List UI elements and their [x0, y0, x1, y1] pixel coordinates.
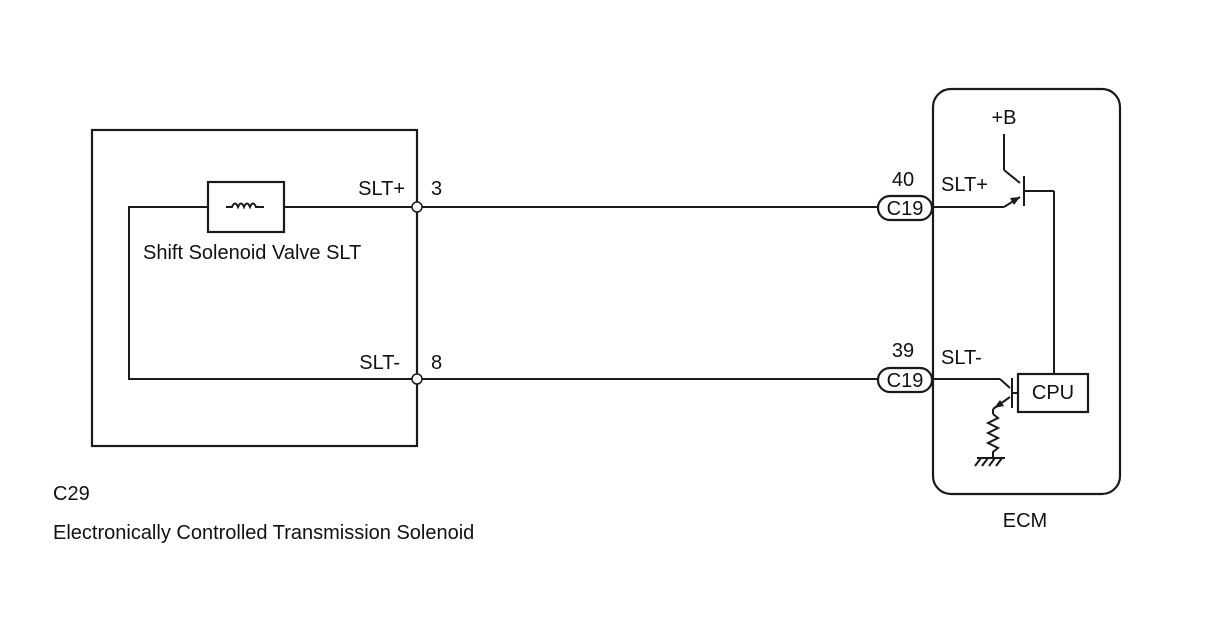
ecm-connector-top-label: C19	[887, 198, 924, 220]
solenoid-pin-slt-minus-label: SLT-	[359, 352, 400, 374]
ecm-connector-top: C19	[876, 194, 934, 222]
cpu-box	[1016, 372, 1090, 414]
ecm-pin-slt-minus-label: SLT-	[941, 347, 982, 369]
pnp-transistor-icon	[932, 134, 1055, 374]
connector-code-c29: C29	[53, 483, 90, 505]
ecm-pin-39-number: 39	[892, 340, 914, 362]
solenoid-valve-label: Shift Solenoid Valve SLT	[143, 242, 361, 264]
ecm-connector-bottom-label: C19	[887, 370, 924, 392]
solenoid-pin-8-number: 8	[431, 352, 442, 374]
solenoid-pin-slt-plus-label: SLT+	[358, 178, 405, 200]
ecm-pin-slt-plus-label: SLT+	[941, 174, 988, 196]
resistor-icon	[985, 413, 1001, 458]
ground-icon	[974, 457, 1005, 467]
solenoid-pin-3-number: 3	[431, 178, 442, 200]
ecm-box	[931, 87, 1122, 496]
ecm-label: ECM	[1003, 510, 1047, 532]
component-name: Electronically Controlled Transmission S…	[53, 522, 474, 544]
terminal-circle-icon	[411, 373, 423, 385]
terminal-circle-icon	[411, 201, 423, 213]
cpu-label: CPU	[1032, 382, 1074, 404]
ecm-connector-bottom: C19	[876, 366, 934, 394]
npn-transistor-icon	[932, 378, 1018, 414]
solenoid-coil-icon	[226, 202, 264, 210]
supply-plus-b-label: +B	[991, 107, 1016, 129]
solenoid-coil-box	[206, 180, 286, 234]
ecm-pin-40-number: 40	[892, 169, 914, 191]
